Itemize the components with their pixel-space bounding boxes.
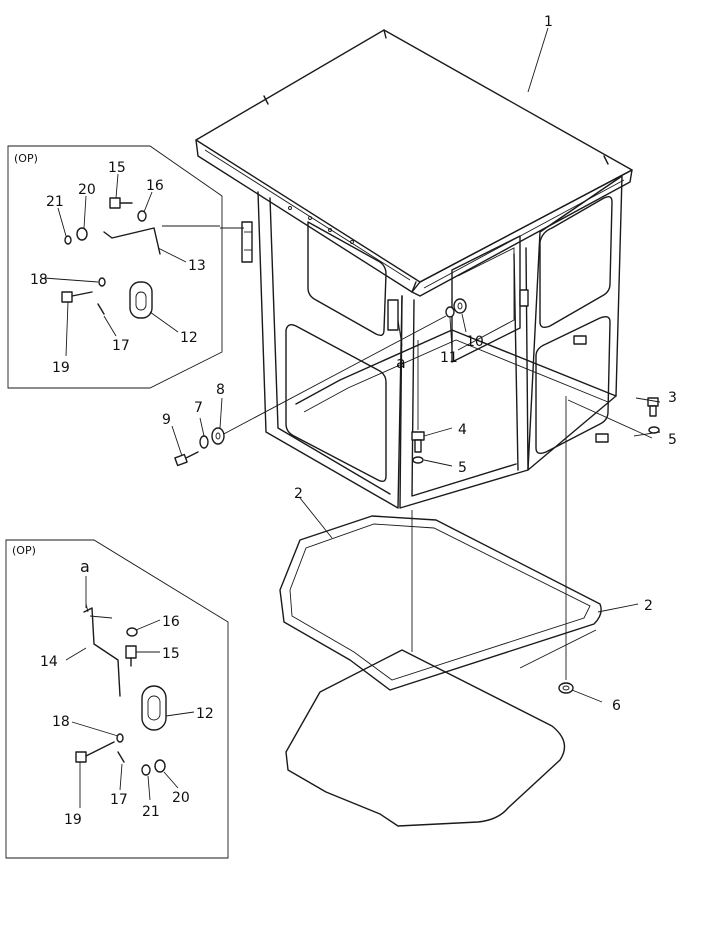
pin-18-upper: [98, 277, 106, 287]
callout-19-upper: 19: [52, 360, 70, 376]
cab-roof: [195, 29, 633, 297]
bolt-15-lower: [125, 645, 137, 667]
callout-a-lower: a: [80, 557, 90, 576]
nut-20-upper: [76, 227, 88, 241]
callout-12-upper: 12: [180, 330, 198, 346]
callout-20-upper: 20: [78, 182, 96, 198]
callout-16-upper: 16: [146, 178, 164, 194]
callout-a-main: a: [396, 353, 406, 372]
striker-12-upper: [129, 281, 153, 319]
lower-detail-panel: (OP): [5, 539, 229, 859]
callout-15-lower: 15: [162, 646, 180, 662]
bolt-15-upper: [109, 197, 133, 209]
pin-18-lower: [116, 733, 124, 743]
callout-2-right: 2: [644, 598, 653, 614]
callout-3: 3: [668, 390, 677, 406]
washer-21-lower: [141, 764, 151, 776]
callout-14: 14: [40, 654, 58, 670]
callout-11: 11: [440, 350, 458, 366]
floor-seal: [279, 515, 602, 691]
upper-detail-panel: (OP): [7, 145, 223, 389]
callout-12-lower: 12: [196, 706, 214, 722]
callout-13: 13: [188, 258, 206, 274]
washer-21-upper: [64, 235, 72, 245]
striker-12-lower: [141, 685, 167, 731]
bolt-19-upper: [61, 291, 93, 303]
callout-18-upper: 18: [30, 272, 48, 288]
callout-7: 7: [194, 400, 203, 416]
callout-15-upper: 15: [108, 160, 126, 176]
callout-1: 1: [544, 14, 553, 30]
callout-21-upper: 21: [46, 194, 64, 210]
washer-8: [211, 427, 225, 445]
bolt-19-lower: [75, 741, 115, 763]
nut-6: [558, 682, 574, 694]
callout-6: 6: [612, 698, 621, 714]
nut-10: [453, 298, 467, 314]
callout-5-right: 5: [668, 432, 677, 448]
callout-17-upper: 17: [112, 338, 130, 354]
callout-9: 9: [162, 412, 171, 428]
leader-lines: [43, 27, 661, 808]
callout-10: 10: [466, 334, 484, 350]
bolt-3: [647, 397, 659, 417]
callout-16-lower: 16: [162, 614, 180, 630]
callout-18-lower: 18: [52, 714, 70, 730]
pin-17-lower: [117, 751, 125, 763]
nut-20-lower: [154, 759, 166, 773]
bolt-9: [174, 451, 199, 467]
callout-5-center: 5: [458, 460, 467, 476]
washer-16-upper: [137, 210, 147, 222]
callout-4: 4: [458, 422, 467, 438]
washer-7: [199, 435, 209, 449]
washer-16-lower: [126, 627, 138, 637]
callout-19-lower: 19: [64, 812, 82, 828]
hardware-parts: [174, 298, 660, 694]
callout-labels: 1 2 2 3 4 5 5 6 7 8 9 10 11 a 12 13 15 1…: [30, 14, 677, 828]
bolt-4: [411, 431, 425, 453]
washer-11: [445, 306, 455, 318]
assembly-guide-lines: [219, 227, 653, 680]
callout-8: 8: [216, 382, 225, 398]
lower-op-label: (OP): [12, 544, 36, 557]
floor-mat: [285, 649, 566, 827]
callout-20-lower: 20: [172, 790, 190, 806]
cab-frame: [241, 175, 623, 509]
pin-17-upper: [97, 303, 105, 315]
callout-2-left: 2: [294, 486, 303, 502]
washer-5-center: [412, 456, 424, 464]
callout-21-lower: 21: [142, 804, 160, 820]
upper-op-label: (OP): [14, 152, 38, 165]
callout-17-lower: 17: [110, 792, 128, 808]
